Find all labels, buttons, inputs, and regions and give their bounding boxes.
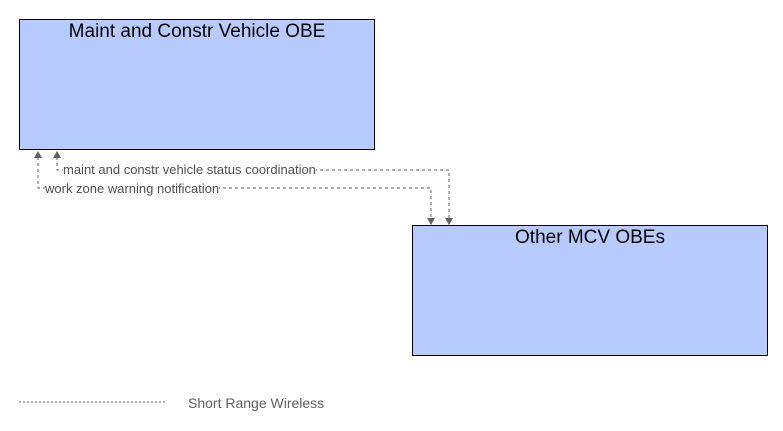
- node-title: Other MCV OBEs: [515, 227, 665, 248]
- arrowhead-down: [445, 218, 453, 225]
- node-other-mcv-obes[interactable]: Other MCV OBEs: [412, 225, 768, 356]
- legend-label: Short Range Wireless: [188, 395, 325, 411]
- node-maint-constr-vehicle-obe[interactable]: Maint and Constr Vehicle OBE: [19, 19, 375, 150]
- flow-label-work-zone-warning: work zone warning notification: [45, 181, 220, 196]
- flow-label-status-coordination: maint and constr vehicle status coordina…: [63, 162, 316, 177]
- arrowhead-up: [34, 151, 42, 158]
- arrowhead-up: [53, 151, 61, 158]
- flow-line-status-coordination: [56, 157, 450, 219]
- node-title: Maint and Constr Vehicle OBE: [68, 21, 326, 42]
- flow-line-work-zone-warning: [37, 157, 432, 219]
- arrowhead-down: [427, 218, 435, 225]
